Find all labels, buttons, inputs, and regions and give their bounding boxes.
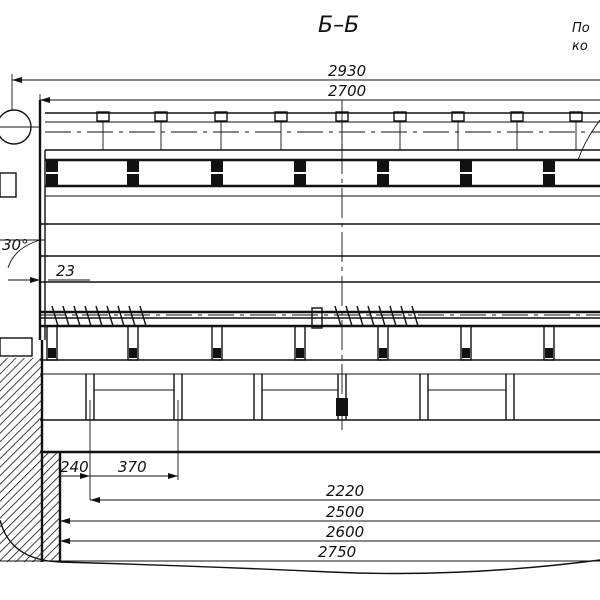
- lower-tray: [40, 305, 600, 454]
- dim-240-label: 240: [60, 458, 89, 476]
- dimension-2500: 2500: [60, 503, 600, 524]
- angle-annotation: 30°: [0, 236, 45, 269]
- dim-2220-label: 2220: [326, 482, 364, 500]
- lower-hanger: [127, 325, 139, 361]
- dimension-240-370: 240 370: [60, 400, 179, 500]
- lower-hanger: [46, 325, 58, 361]
- dim-2600-label: 2600: [326, 523, 364, 541]
- dim-23-label: 23: [56, 262, 75, 280]
- dim-2750-label: 2750: [318, 543, 356, 561]
- dimension-2600: 2600: [60, 523, 600, 544]
- break-line: [0, 519, 600, 575]
- upper-rail: [42, 111, 600, 197]
- dimension-2220: 2220: [90, 482, 600, 503]
- dimension-23: 23: [8, 262, 90, 283]
- left-box-lower: [0, 337, 33, 357]
- lower-hanger: [211, 325, 223, 361]
- hatched-wall: [0, 358, 42, 562]
- center-block: [336, 398, 348, 416]
- dimension-2750: 2750: [0, 543, 600, 562]
- corner-note-line1: По: [572, 21, 590, 36]
- corner-note-line2: ко: [572, 39, 588, 54]
- lower-hanger: [294, 325, 306, 361]
- lower-hanger: [377, 325, 389, 361]
- dim-2500-label: 2500: [326, 503, 364, 521]
- lower-hanger: [460, 325, 472, 361]
- dim-2930-label: 2930: [328, 62, 366, 80]
- dimension-2930: 2930: [11, 62, 600, 110]
- dim-370-label: 370: [118, 458, 147, 476]
- section-title: Б–Б: [318, 13, 359, 38]
- angle-label: 30°: [2, 236, 29, 254]
- dim-2700-label: 2700: [328, 82, 366, 100]
- lower-hanger: [543, 325, 555, 361]
- left-box-upper: [0, 172, 17, 198]
